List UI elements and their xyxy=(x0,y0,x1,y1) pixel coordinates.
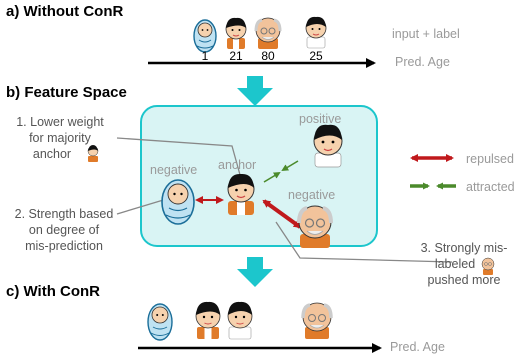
anchor-face-icon xyxy=(227,173,255,215)
note3-text: 3. Strongly mis- labeled pushed more xyxy=(408,240,520,288)
anchor-label: anchor xyxy=(218,158,257,172)
baby-face-icon xyxy=(193,19,217,53)
age-label-21: 21 xyxy=(229,49,243,63)
age-label-25: 25 xyxy=(309,49,323,63)
note2-connector xyxy=(116,197,171,215)
age-label-1: 1 xyxy=(201,49,209,63)
legend-repulsed-label: repulsed xyxy=(466,152,514,166)
age-label-80: 80 xyxy=(261,49,275,63)
flow-arrow-bottom xyxy=(237,257,273,287)
note3-line2: labeled xyxy=(434,257,476,271)
note1-line3: anchor xyxy=(32,147,72,161)
input-label-caption: input + label xyxy=(392,27,460,41)
negative-baby-face-icon xyxy=(161,179,195,225)
note2-text: 2. Strength based on degree of mis-predi… xyxy=(4,206,124,254)
positive-face-icon xyxy=(313,124,343,168)
note3-line1: 3. Strongly mis- xyxy=(420,241,508,255)
young-man-face-icon-c xyxy=(195,301,221,339)
repulsed-arrow-right xyxy=(262,199,302,229)
attracted-arrow-b xyxy=(281,160,299,172)
note1-line2: for majority xyxy=(29,131,91,145)
man-face-icon xyxy=(305,16,327,49)
note2-line2: on degree of xyxy=(28,223,100,237)
section-a-title: a) Without ConR xyxy=(6,3,124,20)
flow-arrow-top xyxy=(237,76,273,106)
panel-c-axis-label: Pred. Age xyxy=(390,340,445,354)
note1-line1: 1. Lower weight xyxy=(16,115,104,129)
old-man-face-icon-c xyxy=(301,302,333,339)
young-man-face-icon xyxy=(225,17,247,49)
positive-label: positive xyxy=(299,112,342,126)
negative-left-label: negative xyxy=(150,163,198,177)
negative-right-label: negative xyxy=(288,188,336,202)
attracted-arrow-a xyxy=(263,171,281,183)
note1-text: 1. Lower weight for majority anchor xyxy=(4,114,116,162)
panel-a-axis-label: Pred. Age xyxy=(395,55,450,69)
section-c-title: c) With ConR xyxy=(6,283,101,300)
legend-attracted-label: attracted xyxy=(466,180,515,194)
man-face-icon-c xyxy=(227,301,253,340)
small-anchor-face-icon xyxy=(87,145,99,162)
note2-line3: mis-prediction xyxy=(25,239,103,253)
note2-line1: 2. Strength based xyxy=(14,207,114,221)
note3-line3: pushed more xyxy=(427,273,501,287)
section-b-title: b) Feature Space xyxy=(6,84,127,101)
small-old-face-icon xyxy=(481,257,495,275)
old-man-face-icon xyxy=(254,17,282,49)
note3-connector xyxy=(275,221,453,263)
baby-face-icon-c xyxy=(147,303,173,341)
negative-old-face-icon xyxy=(297,205,333,248)
note1-connector xyxy=(116,137,243,183)
